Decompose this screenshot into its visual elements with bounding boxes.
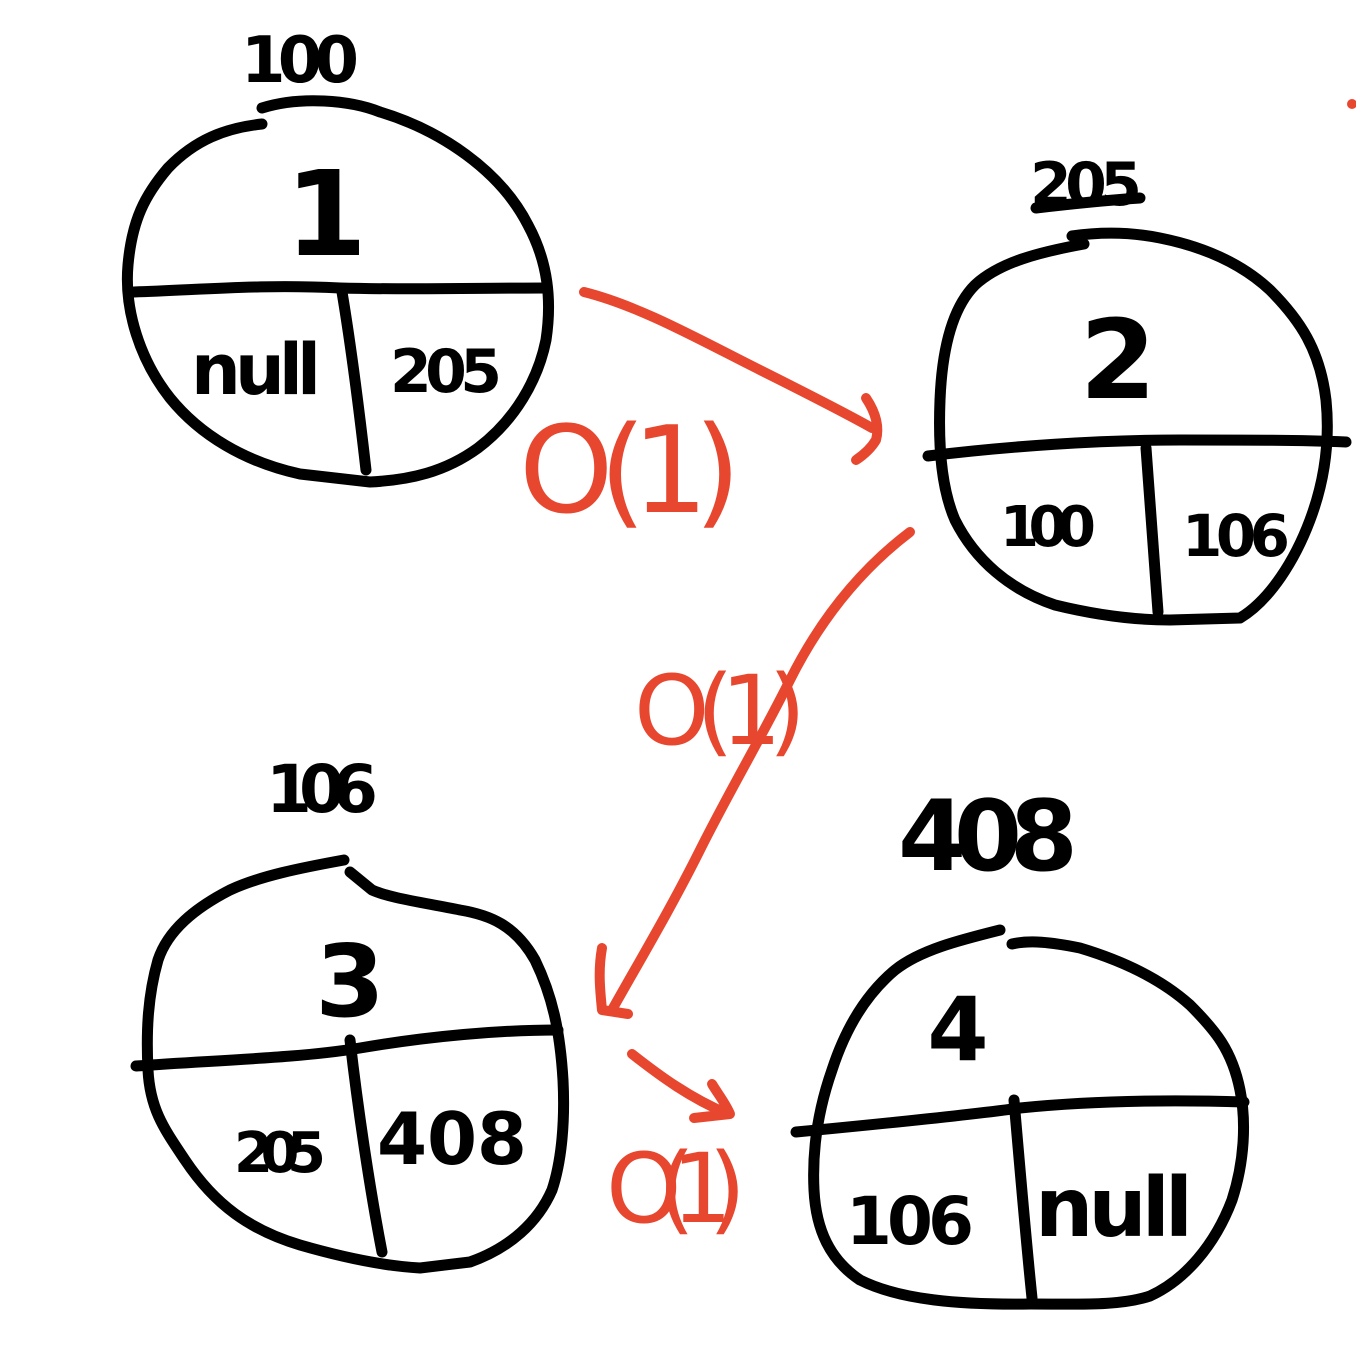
node-4-prev: 106 <box>846 1183 974 1260</box>
node-2-divider-horizontal <box>922 434 1352 462</box>
edge-2-to-3: O(1) <box>594 527 915 1019</box>
node-3-prev: 205 <box>234 1121 326 1186</box>
edge-1-to-2-arrow <box>579 287 877 433</box>
node-4: 408 4 106 null <box>790 780 1250 1310</box>
node-4-divider-vertical <box>1008 1094 1038 1304</box>
edge-3-to-4-arrowhead <box>689 1079 735 1123</box>
node-3-outline <box>141 854 570 1274</box>
node-1-address: 100 <box>241 24 359 98</box>
edge-1-to-2: O(1) <box>519 287 883 541</box>
node-1-divider-vertical <box>336 286 372 476</box>
node-3: 106 3 205 408 <box>130 751 570 1274</box>
node-1-prev: null <box>191 329 321 411</box>
edge-3-to-4-label: O(1) <box>606 1133 746 1245</box>
node-3-value: 3 <box>315 923 385 1040</box>
node-3-divider-vertical <box>344 1034 388 1258</box>
edge-3-to-4-arrow <box>627 1049 733 1119</box>
edge-2-to-3-arrow <box>607 527 915 1015</box>
node-4-outline <box>808 924 1250 1310</box>
node-1-value: 1 <box>285 145 367 283</box>
edge-2-to-3-arrowhead <box>594 943 633 1019</box>
node-2-value: 2 <box>1080 296 1157 424</box>
node-2: 205 2 100 106 <box>922 150 1352 626</box>
edge-2-to-3-label: O(1) <box>634 655 806 767</box>
stray-ink-dot <box>1347 99 1356 109</box>
node-3-divider-horizontal <box>130 1024 564 1072</box>
node-4-value: 4 <box>927 978 988 1081</box>
edge-3-to-4: O(1) <box>606 1049 746 1245</box>
node-3-next: 408 <box>377 1097 527 1181</box>
edge-1-to-2-label: O(1) <box>519 402 741 541</box>
node-1-outline <box>121 95 555 488</box>
node-2-next: 106 <box>1182 502 1290 570</box>
node-3-address: 106 <box>266 751 378 828</box>
node-1: 100 1 null 205 <box>121 24 555 488</box>
node-2-divider-vertical <box>1140 442 1164 618</box>
node-4-next: null <box>1035 1161 1193 1256</box>
node-4-address: 408 <box>898 780 1078 894</box>
edge-1-to-2-arrowhead <box>851 393 883 465</box>
node-2-prev: 100 <box>1000 495 1096 560</box>
node-1-next: 205 <box>390 337 502 407</box>
node-2-outline <box>934 227 1333 626</box>
node-2-address-underline <box>1030 192 1146 214</box>
